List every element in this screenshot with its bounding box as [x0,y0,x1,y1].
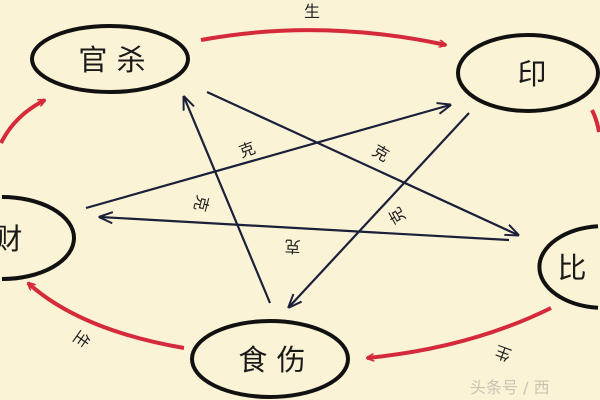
node-yin-circle [456,33,600,113]
generate-arrows [0,28,600,358]
generate-label-right: 生 [492,342,514,365]
arrow-guansha-to-bi [206,91,518,235]
control-label-1: 克 [236,138,258,161]
control-label-2: 克 [369,141,392,165]
node-circles [1,24,600,399]
arrow-shishang-to-guansha [184,97,272,304]
node-bi-circle [537,224,599,310]
arrow-shishang-to-cai [28,283,185,350]
generate-label-left: 生 [69,327,94,351]
arrow-bi-to-shishang [367,306,552,358]
node-cai-label: 财 [0,222,23,256]
arrow-guansha-to-yin [200,28,446,45]
control-label-4: 克 [385,204,409,227]
generate-label-top: 生 [304,2,320,21]
arrow-bi-to-cai [100,217,510,242]
node-yin-label: 印 [517,57,546,91]
arrow-cai-to-yin [85,105,450,210]
arrow-yin-to-shishang [289,112,470,307]
node-shishang-circle [190,319,350,399]
arrow-cai-to-guansha [0,98,45,144]
watermark: 头条号 / 西 [470,378,550,397]
node-cai-circle [1,195,76,281]
control-arrows [85,91,518,307]
control-label-5: 克 [284,237,301,257]
node-guansha-circle [30,24,190,94]
control-label-3: 克 [190,193,212,213]
node-guansha-label: 官 杀 [78,43,145,77]
node-bi-label: 比 [557,251,586,285]
node-shishang-label: 食 伤 [238,343,305,377]
arrow-yin-to-bi [590,109,600,133]
